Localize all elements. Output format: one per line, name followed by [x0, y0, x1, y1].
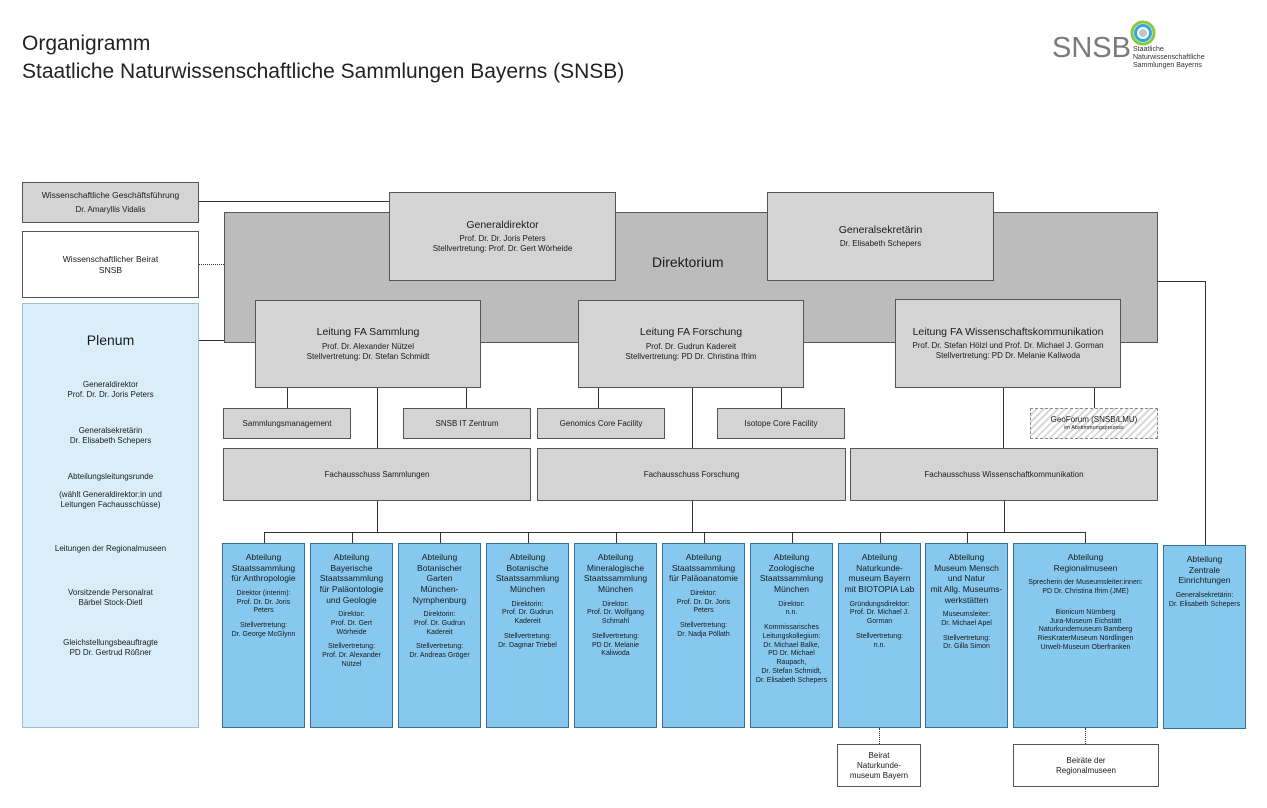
beirat-name: SNSB	[98, 264, 123, 275]
department-people: Gründungsdirektor:Prof. Dr. Michael J.Go…	[849, 600, 910, 626]
plenum-item: Leitungen der Regionalmuseen	[54, 543, 167, 553]
generalsekretaerin-box: Generalsekretärin Dr. Elisabeth Schepers	[767, 192, 994, 281]
plenum-item: Generalsekretärin Dr. Elisabeth Schepers	[69, 425, 152, 445]
genomics-core-facility-box: Genomics Core Facility	[537, 408, 665, 439]
fa-forschung-title: Leitung FA Forschung	[639, 326, 743, 339]
department-people: Stellvertretung:n.n.	[855, 632, 904, 649]
department-people: Direktor:n.n.	[778, 600, 805, 617]
fachausschuss-forschung-box: Fachausschuss Forschung	[537, 448, 846, 501]
fa-forschung-box: Leitung FA Forschung Prof. Dr. Gudrun Ka…	[578, 300, 804, 388]
gs-title: Generalsekretärin	[838, 223, 923, 236]
department-people: Museumsleiter:Dr. Michael Apel	[941, 611, 992, 627]
plenum-item: Vorsitzende Personalrat Bärbel Stock-Die…	[68, 587, 153, 607]
wissenschaftliche-geschaeftsfuehrung-box: Wissenschaftliche Geschäftsführung Dr. A…	[22, 182, 199, 223]
generaldirektor-box: Generaldirektor Prof. Dr. Dr. Joris Pete…	[389, 192, 616, 281]
plenum-title: Plenum	[86, 332, 135, 348]
gf-title: Wissenschaftliche Geschäftsführung	[41, 190, 180, 201]
page-subtitle: Staatliche Naturwissenschaftliche Sammlu…	[22, 60, 625, 83]
gd-title: Generaldirektor	[466, 218, 539, 231]
department-people: Stellvertretung:Dr. Nadja Pöllath	[677, 622, 730, 638]
wissenschaftlicher-beirat-box: Wissenschaftlicher Beirat SNSB	[22, 231, 199, 298]
fa-sammlung-box: Leitung FA Sammlung Prof. Dr. Alexander …	[255, 300, 481, 388]
geoforum-title: GeoForum (SNSB/LMU)	[1050, 415, 1138, 425]
plenum-box: Plenum Generaldirektor Prof. Dr. Dr. Jor…	[22, 303, 199, 728]
fa-wk-name: Prof. Dr. Stefan Hölzl und Prof. Dr. Mic…	[912, 341, 1104, 351]
logo-sub3: Sammlungen Bayerns	[1133, 62, 1202, 70]
logo-letters: SNSB	[1052, 32, 1131, 64]
department-people: Stellvertretung:Dr. Dagmar Triebel	[498, 632, 557, 649]
fachausschuss-sammlungen-box: Fachausschuss Sammlungen	[223, 448, 531, 501]
fa-sammlung-deputy: Stellvertretung: Dr. Stefan Schmidt	[306, 351, 430, 361]
it-zentrum-box: SNSB IT Zentrum	[403, 408, 531, 439]
fa-wk-title: Leitung FA Wissenschaftskommunikation	[912, 325, 1104, 338]
snsb-logo: SNSB Staatliche Naturwissenschaftliche S…	[1052, 18, 1222, 74]
gf-name: Dr. Amaryllis Vidalis	[75, 204, 146, 214]
department-people: Stellvertretung:Dr. Gilla Simon	[942, 634, 991, 651]
fa-sammlung-name: Prof. Dr. Alexander Nützel	[321, 341, 415, 351]
isotope-core-facility-box: Isotope Core Facility	[717, 408, 845, 439]
logo-sub1: Staatliche	[1133, 46, 1164, 53]
fa-sammlung-title: Leitung FA Sammlung	[316, 326, 420, 339]
logo-sub2: Naturwissenschaftliche	[1133, 54, 1205, 62]
plenum-item: Abteilungsleitungsrunde (wählt Generaldi…	[59, 471, 162, 509]
department-people: Sprecherin der Museumsleiter:innen:PD Dr…	[1028, 579, 1143, 595]
gd-deputy: Stellvertretung: Prof. Dr. Gert Wörheide	[432, 244, 573, 254]
sammlungsmanagement-box: Sammlungsmanagement	[223, 408, 351, 439]
gd-name: Prof. Dr. Dr. Joris Peters	[459, 234, 546, 244]
gs-name: Dr. Elisabeth Schepers	[839, 239, 922, 249]
fa-forschung-deputy: Stellvertretung: PD Dr. Christina Ifrim	[625, 351, 757, 361]
department-people: Generalsekretärin:Dr. Elisabeth Schepers	[1168, 591, 1241, 608]
fa-wk-deputy: Stellvertretung: PD Dr. Melanie Kaliwoda	[935, 351, 1081, 361]
beirat-naturkundemuseum-box: Beirat Naturkunde- museum Bayern	[837, 744, 921, 787]
beirat-title: Wissenschaftlicher Beirat	[62, 253, 159, 264]
department-people: Stellvertretung:Dr. George McGlynn	[231, 622, 296, 638]
plenum-item: Gleichstellungsbeauftragte PD Dr. Gertru…	[63, 637, 158, 657]
direktorium-label: Direktorium	[652, 254, 724, 270]
plenum-item: Generaldirektor Prof. Dr. Dr. Joris Pete…	[67, 379, 154, 399]
department-people: Stellvertretung:Dr. Andreas Gröger	[409, 643, 470, 660]
logo-rings-icon	[1130, 20, 1156, 46]
geoforum-box: GeoForum (SNSB/LMU) im Abstimmungsprozes…	[1030, 408, 1158, 439]
geoforum-sub: im Abstimmungsprozess	[1064, 425, 1124, 432]
page-title: Organigramm	[22, 32, 151, 55]
beiraete-regionalmuseen-box: Beiräte der Regionalmuseen	[1013, 744, 1159, 787]
department-people: Direktor:Prof. Dr. Gert Wörheide	[330, 611, 373, 636]
fachausschuss-wissenschaftkommunikation-box: Fachausschuss Wissenschaftkommunikation	[850, 448, 1158, 501]
fa-wissenschaftskommunikation-box: Leitung FA Wissenschaftskommunikation Pr…	[895, 299, 1121, 388]
fa-forschung-name: Prof. Dr. Gudrun Kadereit	[645, 341, 737, 351]
